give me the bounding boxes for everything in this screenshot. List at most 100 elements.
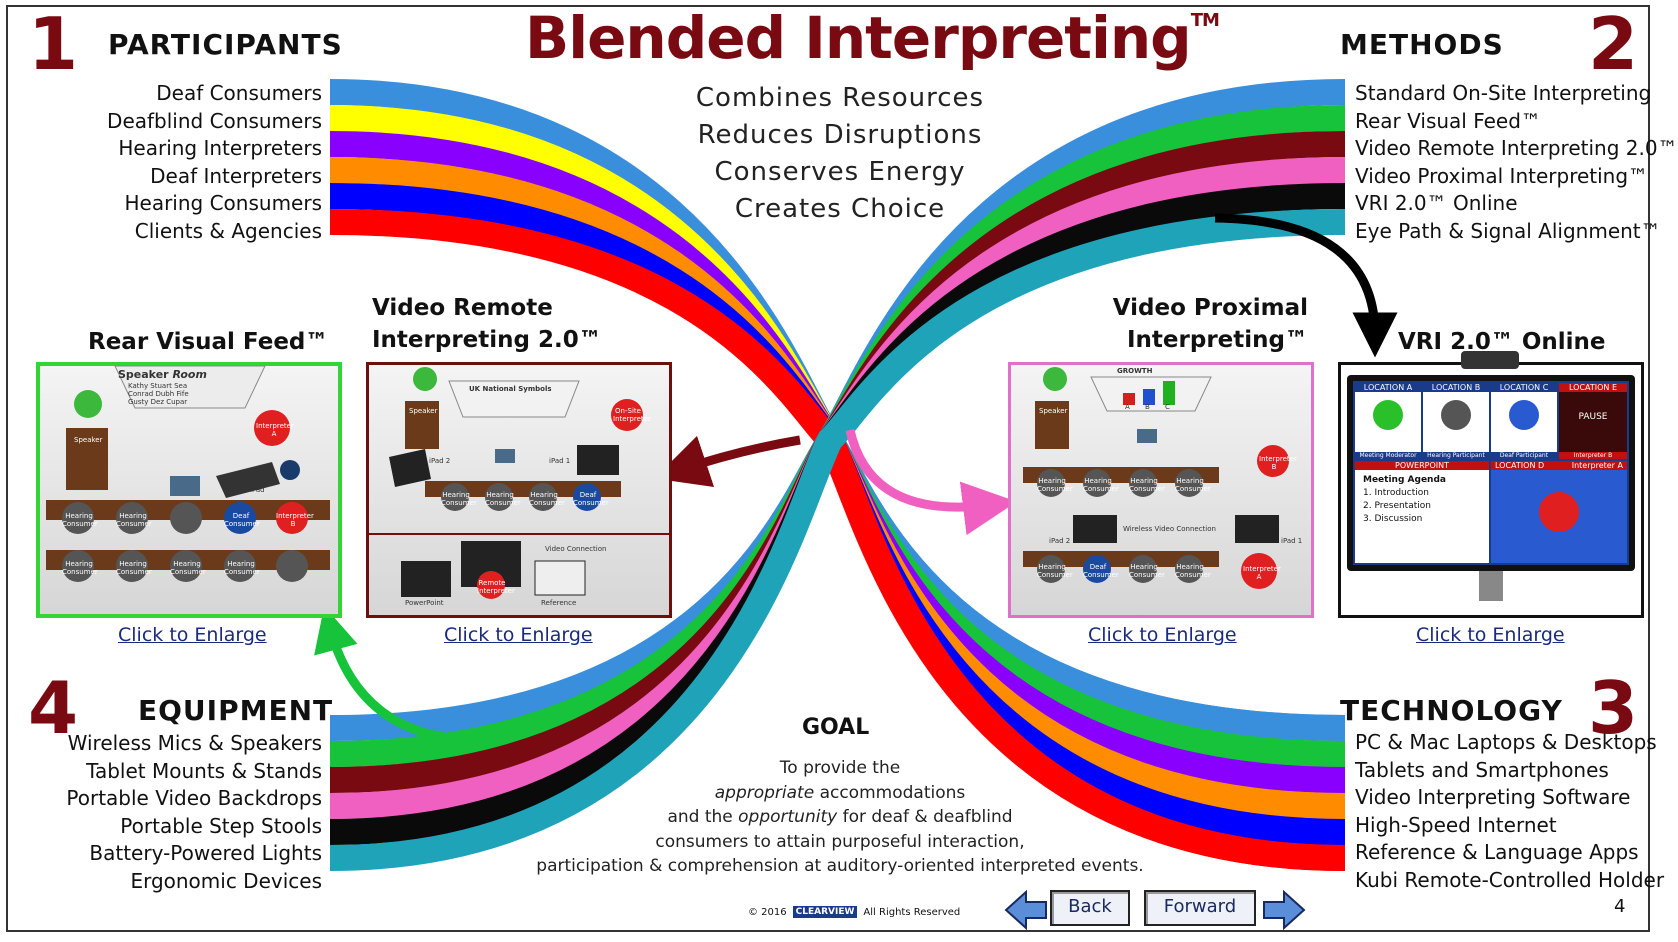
interpreter-a-icon — [254, 410, 290, 446]
list-item: Wireless Mics & Speakers — [67, 731, 322, 755]
goal-line: consumers to attain purposeful interacti… — [655, 831, 1025, 852]
location-label: LOCATION D — [1495, 461, 1545, 470]
vri-online-enlarge-link[interactable]: Click to Enlarge — [1416, 624, 1565, 646]
forward-arrow-icon[interactable] — [1262, 889, 1306, 931]
monitor: LOCATION A Meeting Moderator LOCATION B … — [1347, 375, 1635, 571]
copyright: © 2016 — [748, 906, 787, 918]
list-item: Clients & Agencies — [134, 218, 322, 243]
list-item: Portable Video Backdrops — [66, 786, 322, 810]
rear-visual-feed-title: Rear Visual Feed™ — [88, 329, 329, 355]
interpreter-a-label: Interpreter A — [1243, 565, 1281, 581]
location-a-tile: LOCATION A Meeting Moderator — [1355, 383, 1421, 459]
podium-icon — [405, 401, 439, 449]
list-item: High-Speed Internet — [1355, 812, 1557, 837]
equipment-list: Wireless Mics & Speakers Tablet Mounts &… — [40, 730, 322, 895]
location-d-header: LOCATION D Interpreter A — [1491, 461, 1627, 470]
growth-bar-c — [1163, 381, 1175, 405]
participants-number: 1 — [28, 2, 79, 86]
agenda: Meeting Agenda 1. Introduction 2. Presen… — [1355, 470, 1489, 530]
ipad-1-label: iPad 1 — [549, 457, 571, 465]
location-label: LOCATION B — [1423, 383, 1489, 392]
seat-row-1 — [62, 502, 308, 534]
list-item: VRI 2.0™ Online — [1355, 191, 1518, 215]
bar-label: B — [1145, 403, 1150, 411]
back-button[interactable]: Back — [1050, 890, 1130, 926]
ribbon-band — [329, 209, 1346, 871]
agenda-item: 1. Introduction — [1363, 488, 1429, 498]
agenda-item: 2. Presentation — [1363, 501, 1431, 511]
vpi-enlarge-link[interactable]: Click to Enlarge — [1088, 624, 1237, 646]
seat-label: Deaf Consumer — [1083, 563, 1119, 579]
forward-button[interactable]: Forward — [1144, 890, 1256, 926]
location-c-tile: LOCATION C Deaf Participant — [1491, 383, 1557, 459]
tagline-item: Reduces Disruptions — [697, 120, 983, 150]
seat-label: Hearing Consumer — [1037, 563, 1073, 579]
interpreter-b-label: Interpreter B — [1259, 455, 1297, 471]
rear-visual-feed-illustration — [46, 365, 330, 582]
list-item: Video Proximal Interpreting™ — [1355, 163, 1649, 188]
agenda-title: Meeting Agenda — [1363, 475, 1446, 485]
location-label: LOCATION A — [1355, 383, 1421, 392]
table-row-2 — [1023, 551, 1219, 567]
list-item: Hearing Consumers — [124, 191, 322, 215]
speaker-label: Speaker — [409, 407, 438, 415]
person-icon — [1539, 492, 1579, 532]
vri-online-panel[interactable]: LOCATION A Meeting Moderator LOCATION B … — [1338, 351, 1644, 618]
webcam-icon — [1461, 351, 1519, 369]
seat-label: Hearing Consumer — [62, 560, 98, 576]
technology-title: TECHNOLOGY — [1340, 694, 1563, 727]
video-connection-label: Video Connection — [545, 545, 607, 553]
projector-icon — [495, 449, 515, 463]
seat-row-2 — [62, 550, 308, 582]
speaker-figure-icon — [413, 367, 437, 391]
vri-title: Video Remote Interpreting 2.0™ — [372, 292, 602, 356]
vri-panel[interactable]: UK National Symbols Speaker On-Site Inte… — [366, 362, 672, 618]
tile-caption: Interpreter B — [1559, 452, 1627, 459]
reference-label: Reference — [541, 599, 577, 607]
vpi-panel[interactable]: GROWTH A B C Speaker Interpreter B Heari… — [1008, 362, 1314, 618]
speaker-label: Speaker — [1039, 407, 1068, 415]
page-title: Blended InterpretingTM — [525, 4, 1220, 72]
podium-icon — [1035, 401, 1069, 449]
agenda-item: 3. Discussion — [1363, 514, 1423, 524]
arrow-to-vri-online — [1214, 213, 1398, 358]
room-title: Speaker Room — [118, 368, 207, 381]
tagline-item: Combines Resources — [695, 83, 985, 113]
back-arrow-icon[interactable] — [1004, 889, 1048, 931]
tile-caption: Meeting Moderator — [1355, 452, 1421, 459]
arrow-to-rear-visual-feed — [314, 606, 481, 745]
arrow-to-vpi — [845, 428, 1017, 536]
methods-title: METHODS — [1340, 28, 1504, 61]
seat-row-2 — [1037, 553, 1277, 589]
goal-line: To provide the — [779, 758, 901, 778]
seat-label: Hearing Consumer — [485, 491, 521, 507]
list-item: Reference & Language Apps — [1355, 840, 1639, 864]
goal-line: participation & comprehension at auditor… — [536, 856, 1144, 876]
list-item: Tablets and Smartphones — [1355, 757, 1609, 782]
powerpoint-label: PowerPoint — [405, 599, 444, 607]
seat-label: Hearing Consumer — [1175, 477, 1211, 493]
vri-enlarge-link[interactable]: Click to Enlarge — [444, 624, 593, 646]
rear-visual-feed-enlarge-link[interactable]: Click to Enlarge — [118, 624, 267, 646]
room-names: Kathy Stuart Sea Conrad Dubh Fife Gusty … — [128, 382, 189, 406]
speaker-figure-icon — [1043, 367, 1067, 391]
seat-label: Hearing Consumer — [1129, 477, 1165, 493]
growth-bar-b — [1143, 389, 1155, 405]
monitor-stand — [1479, 571, 1503, 601]
tagline-item: Creates Choice — [734, 194, 946, 224]
company-logo: CLEARVIEW — [792, 906, 858, 918]
powerpoint-label: POWERPOINT — [1355, 461, 1489, 470]
person-icon — [1441, 400, 1471, 430]
seat-label: Hearing Consumer — [224, 560, 260, 576]
podium-icon — [66, 428, 108, 490]
list-item: PC & Mac Laptops & Desktops — [1355, 730, 1657, 754]
person-icon — [1509, 400, 1539, 430]
rear-visual-feed-panel[interactable]: Speaker Room Kathy Stuart Sea Conrad Dub… — [36, 362, 342, 618]
seat-label: Hearing Consumer — [116, 512, 152, 528]
remote-interpreter-icon — [477, 571, 505, 599]
interpreter-label: Interpreter A — [1571, 461, 1623, 470]
seat-label: Hearing Consumer — [1129, 563, 1165, 579]
equipment-number: 4 — [28, 666, 79, 750]
seat-label: Hearing Consumer — [1037, 477, 1073, 493]
